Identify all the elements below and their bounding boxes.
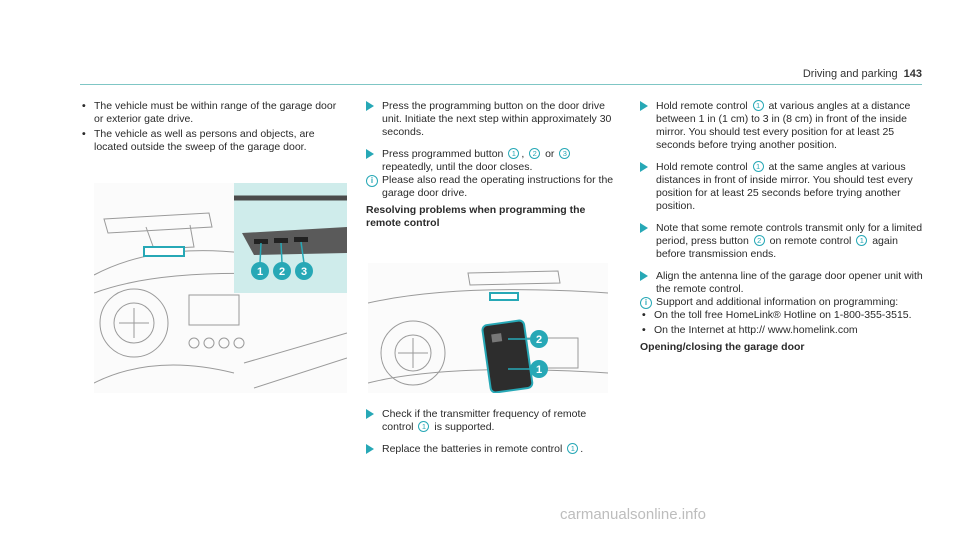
watermark: carmanualsonline.info [560, 506, 706, 523]
action-arrow-icon [366, 149, 374, 159]
svg-text:2: 2 [536, 334, 542, 346]
svg-text:1: 1 [536, 364, 542, 376]
subheading-resolving: Resolving problems when programming the … [366, 204, 586, 229]
action-arrow-icon [366, 409, 374, 419]
callout-1-icon: 1 [856, 235, 868, 246]
list-item: •On the toll free HomeLink® Hotline on 1… [642, 309, 912, 321]
step-hold-angles: Hold remote control 1 at various angles … [640, 100, 925, 152]
column-1: •The vehicle must be within range of the… [80, 100, 345, 156]
section-title: Driving and parking [802, 68, 898, 80]
bullet-icon: • [642, 309, 646, 321]
info-icon: i [640, 297, 652, 309]
action-arrow-icon [640, 162, 648, 172]
step-check-frequency: Check if the transmitter frequency of re… [366, 408, 616, 434]
bullet-icon: • [642, 324, 646, 336]
step-replace-batteries: Replace the batteries in remote control … [366, 443, 616, 456]
figure-dashboard-mirror: 1 2 3 [94, 183, 347, 393]
action-arrow-icon [640, 223, 648, 233]
callout-3: 3 [295, 262, 313, 280]
step-hold-distances: Hold remote control 1 at the same angles… [640, 161, 925, 213]
callout-2: 2 [530, 330, 548, 348]
page-header: Driving and parking 143 [803, 68, 922, 81]
callout-1-icon: 1 [418, 421, 430, 432]
action-arrow-icon [640, 101, 648, 111]
svg-text:1: 1 [257, 266, 263, 278]
action-arrow-icon [366, 101, 374, 111]
callout-1-icon: 1 [752, 161, 764, 172]
page-number: 143 [903, 68, 922, 80]
callout-1-icon: 1 [752, 100, 764, 111]
callout-1: 1 [530, 360, 548, 378]
list-item: •On the Internet at http:// www.homelink… [642, 324, 858, 336]
callout-2-icon: 2 [753, 235, 765, 246]
bullet-icon: • [82, 128, 86, 140]
step-press-programming: Press the programming button on the door… [366, 100, 616, 139]
column-2: Press the programming button on the door… [366, 100, 616, 230]
svg-text:3: 3 [301, 266, 307, 278]
callout-2-icon: 2 [529, 148, 541, 159]
step-press-button: Press programmed button 1, 2 or 3 repeat… [366, 148, 616, 174]
bullet-icon: • [82, 100, 86, 112]
header-rule [80, 84, 922, 85]
callout-1: 1 [251, 262, 269, 280]
subheading-opening: Opening/closing the garage door [640, 341, 805, 353]
step-align-antenna: Align the antenna line of the garage doo… [640, 270, 925, 296]
action-arrow-icon [366, 444, 374, 454]
svg-text:2: 2 [279, 266, 285, 278]
list-item: •The vehicle as well as persons and obje… [82, 128, 315, 153]
callout-1-icon: 1 [508, 148, 520, 159]
callout-2: 2 [273, 262, 291, 280]
info-icon: i [366, 175, 378, 187]
step-limited-period: Note that some remote controls transmit … [640, 222, 925, 261]
column-2-lower: Check if the transmitter frequency of re… [366, 408, 616, 456]
list-item: •The vehicle must be within range of the… [82, 100, 337, 125]
callout-1-icon: 1 [567, 443, 579, 454]
column-3: Hold remote control 1 at various angles … [640, 100, 925, 354]
callout-3-icon: 3 [559, 148, 571, 159]
action-arrow-icon [640, 271, 648, 281]
figure-remote-control: 2 1 [368, 263, 608, 393]
